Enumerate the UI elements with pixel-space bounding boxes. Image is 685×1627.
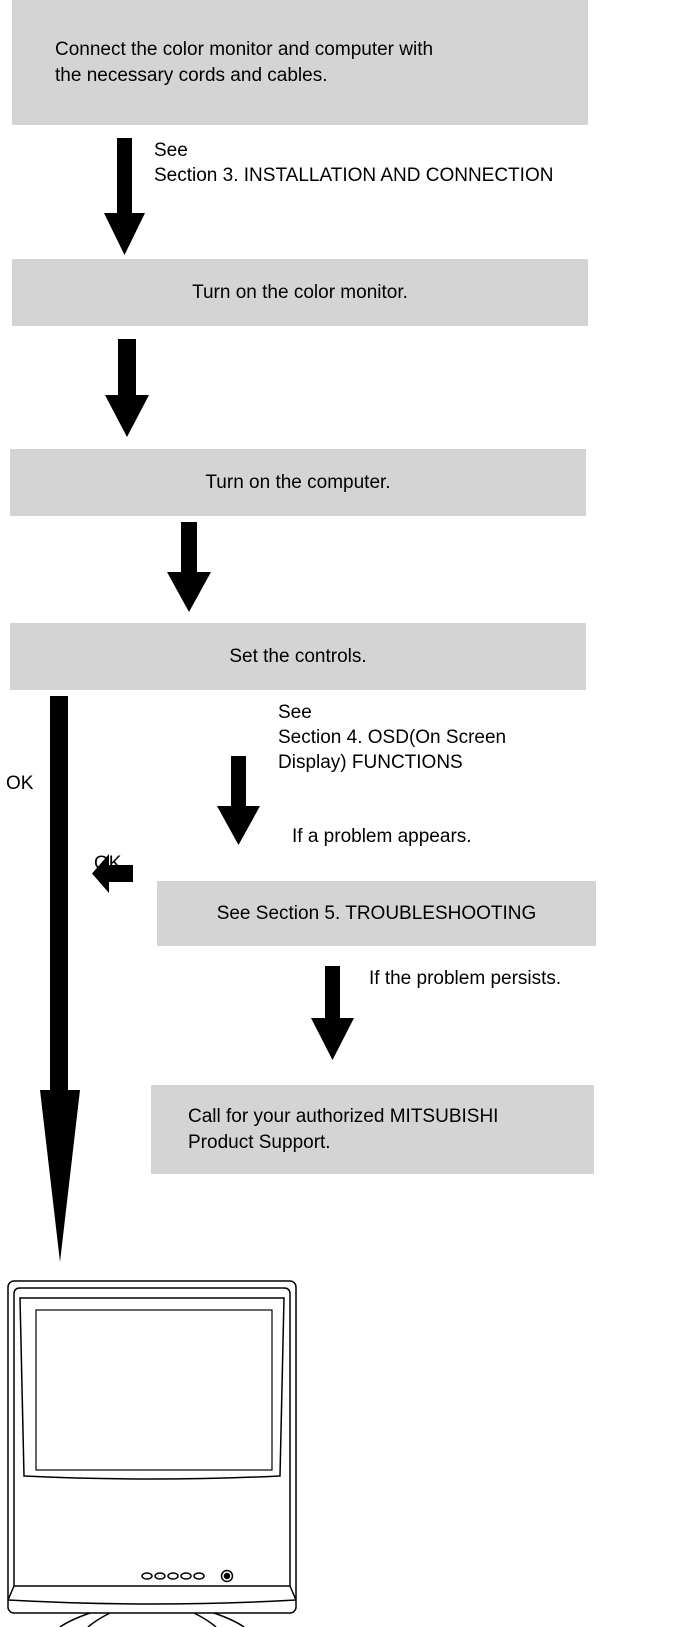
step-turn-on-computer-label: Turn on the computer. [205,471,391,493]
step-troubleshooting: See Section 5. TROUBLESHOOTING [157,881,596,946]
arrow-down-1 [104,138,145,255]
arrow-down-5 [311,966,354,1060]
step-turn-on-monitor-label: Turn on the color monitor. [192,281,408,303]
arrow-down-ok-main [40,696,80,1262]
arrow-down-4 [217,756,260,845]
note-see-section3-line2: Section 3. INSTALLATION AND CONNECTION [154,165,554,186]
note-see-section4-line1: See [278,702,312,723]
step-turn-on-monitor: Turn on the color monitor. [12,259,588,326]
step-set-controls: Set the controls. [10,623,586,690]
step-set-controls-label: Set the controls. [229,645,367,667]
crt-monitor-icon [7,1280,297,1627]
step-connect-line1: Connect the color monitor and computer w… [55,38,434,60]
note-problem-appears: If a problem appears. [292,826,472,847]
note-see-section3: See Section 3. INSTALLATION AND CONNECTI… [154,138,553,188]
arrow-down-2 [105,339,149,437]
step-connect: Connect the color monitor and computer w… [12,0,588,125]
step-connect-line2: the necessary cords and cables. [55,64,328,86]
note-see-section4-line2: Section 4. OSD(On Screen [278,727,507,748]
note-see-section3-line1: See [154,140,188,161]
note-see-section4-line3: Display) FUNCTIONS [278,752,463,773]
arrow-left-ok [92,854,133,893]
arrow-down-3 [167,522,211,612]
step-call-support-line1: Call for your authorized MITSUBISHI [188,1105,499,1127]
step-call-support-line2: Product Support. [188,1131,331,1153]
step-troubleshooting-label: See Section 5. TROUBLESHOOTING [216,902,537,924]
note-problem-persists: If the problem persists. [369,968,562,989]
note-see-section4: See Section 4. OSD(On Screen Display) FU… [278,700,506,775]
step-turn-on-computer: Turn on the computer. [10,449,586,516]
step-call-support: Call for your authorized MITSUBISHI Prod… [151,1085,594,1174]
note-ok-main: OK [6,773,34,794]
